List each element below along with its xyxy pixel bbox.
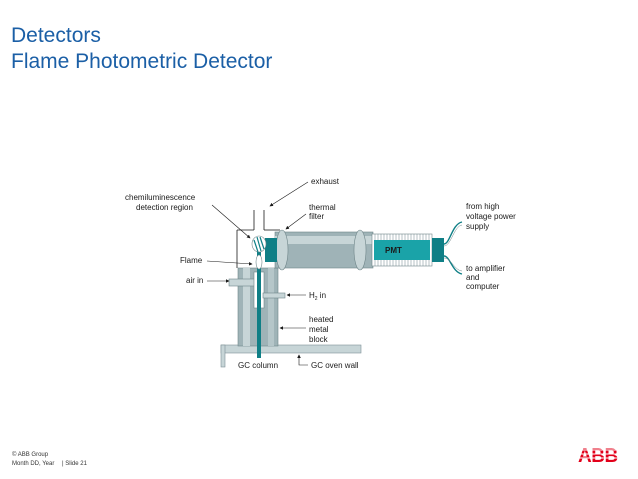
label-amp-2: and: [466, 273, 479, 282]
amp-cable: [443, 255, 463, 275]
label-hv-3: supply: [466, 222, 489, 231]
chemiluminescence-region: [251, 235, 267, 253]
gc-oven-wall-left-flange: [220, 344, 226, 368]
block-highlight: [243, 268, 250, 346]
abb-logo: ABB: [578, 446, 622, 465]
footer-slide-number: | Slide 21: [62, 461, 87, 467]
thermal-filter-lens-2: [353, 229, 367, 271]
abb-logo-text: ABB: [578, 446, 618, 465]
label-hv-2: voltage power: [466, 212, 516, 221]
hv-cable: [443, 221, 463, 245]
label-flame: Flame: [180, 256, 203, 265]
slide-subtitle: Flame Photometric Detector: [11, 50, 273, 73]
label-heated-3: block: [309, 335, 329, 344]
label-gc-oven-wall: GC oven wall: [311, 361, 359, 370]
pmt-label: PMT: [385, 246, 402, 255]
flame-icon: [255, 254, 263, 270]
optical-window: [265, 238, 277, 262]
label-heated-1: heated: [309, 315, 333, 324]
label-gc-column: GC column: [238, 361, 278, 370]
leader-thermal-filter: [285, 213, 307, 230]
label-heated-2: metal: [309, 325, 329, 334]
gc-column: [257, 252, 261, 358]
footer-copyright: © ABB Group: [12, 452, 49, 458]
pmt-cap: [432, 238, 444, 262]
label-chemiluminescence-1: chemiluminescence: [125, 193, 196, 202]
label-hv-1: from high: [466, 202, 499, 211]
label-h2-in: H2 in: [309, 291, 326, 302]
hv-cable-outline: [443, 224, 463, 247]
h2-inlet-tube: [262, 292, 286, 299]
slide-title: Detectors: [11, 24, 101, 47]
abb-logo-stripes: [578, 449, 622, 459]
leader-chemiluminescence: [211, 204, 251, 239]
thermal-filter-lens-1: [275, 229, 289, 271]
label-exhaust: exhaust: [311, 177, 340, 186]
light-pipe-highlight: [275, 236, 373, 244]
label-amp-3: computer: [466, 282, 500, 291]
amp-cable-outline: [443, 257, 463, 272]
label-amp-1: to amplifier: [466, 264, 505, 273]
leader-gc-oven-wall: [297, 354, 308, 366]
label-chemiluminescence-2: detection region: [136, 203, 193, 212]
label-thermal-filter-2: filter: [309, 212, 324, 221]
footer-date: Month DD, Year: [12, 461, 55, 467]
leader-exhaust: [269, 181, 309, 207]
pmt-body: [374, 240, 430, 260]
block-highlight-right: [268, 268, 274, 346]
leader-flame: [206, 260, 253, 266]
label-thermal-filter-1: thermal: [309, 203, 336, 212]
label-air-in: air in: [186, 276, 203, 285]
